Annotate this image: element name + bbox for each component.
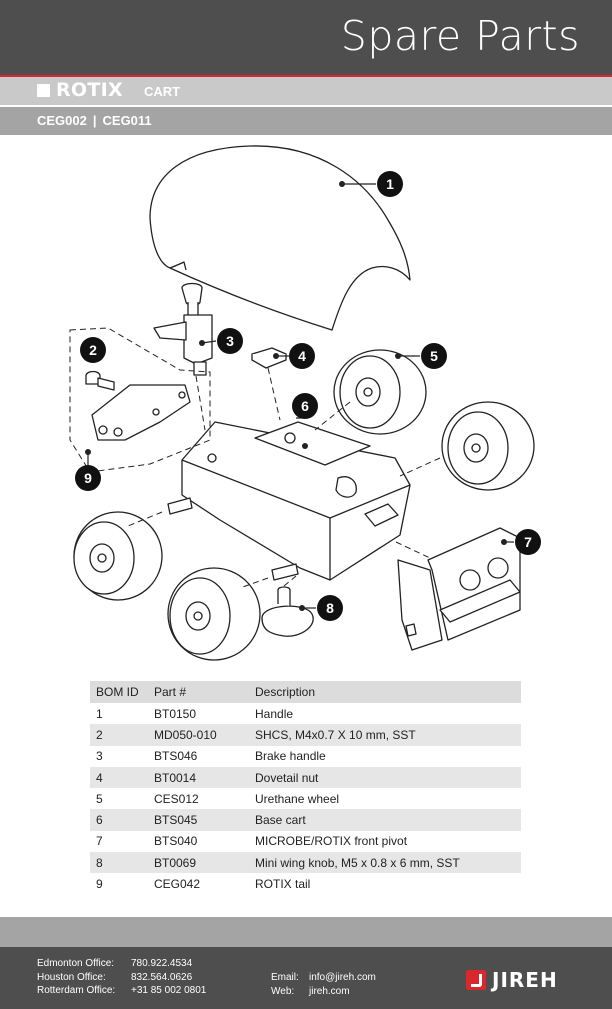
wheel-part [441, 401, 535, 491]
callout-4: 4 [298, 348, 306, 364]
part-number-cell: CES012 [154, 791, 199, 806]
product-code: CEG011 [102, 113, 152, 128]
office-label: Rotterdam Office: [37, 985, 116, 996]
office-row: Rotterdam Office: +31 85 002 0801 [37, 984, 206, 998]
bom-id-cell: 3 [96, 749, 103, 764]
bom-header-row: BOM ID Part # Description [90, 681, 521, 703]
web-label: Web: [271, 985, 295, 997]
product-name: ROTIX [56, 79, 123, 101]
part-number-cell: BT0014 [148, 766, 249, 789]
callout-6: 6 [301, 398, 309, 414]
office-list: Edmonton Office: 780.922.4534 Houston Off… [37, 957, 206, 998]
wheel-part [167, 567, 261, 661]
product-type: CART [144, 84, 181, 99]
description-cell: Mini wing knob, M5 x 0.8 x 6 mm, SST [249, 852, 521, 874]
description-cell: SHCS, M4x0.7 X 10 mm, SST [249, 724, 521, 746]
office-row: Edmonton Office: 780.922.4534 [37, 957, 206, 971]
jireh-logo-icon [466, 970, 486, 990]
web-link[interactable]: jireh.com [309, 985, 350, 997]
office-phone: 832.564.0626 [131, 971, 193, 983]
part-number-cell: BTS040 [154, 834, 198, 849]
table-row: 1 BT0150 Handle [90, 703, 521, 724]
page-title: Spare Parts [340, 12, 580, 60]
bom-id-cell: 1 [96, 706, 103, 721]
product-codes: CEG002 | CEG011 [37, 113, 152, 128]
callout-markers [85, 181, 507, 611]
bom-id-cell: 2 [90, 724, 148, 746]
part-number-cell: MD050-010 [148, 724, 249, 746]
part-number-cell: BT0069 [148, 852, 249, 874]
part-number-cell: BT0150 [154, 706, 197, 721]
bom-id-cell: 7 [96, 834, 103, 849]
description-cell: ROTIX tail [255, 877, 311, 892]
footer-strip [0, 917, 612, 947]
bom-id-cell: 9 [96, 877, 103, 892]
product-bar [0, 77, 612, 105]
tail-part [91, 384, 191, 441]
bom-id-cell: 5 [96, 791, 103, 806]
office-label: Houston Office: [37, 971, 106, 983]
handle-part [149, 145, 411, 331]
callout-badges: 1 2 3 4 5 6 7 8 9 [75, 171, 541, 621]
email-label: Email: [271, 972, 299, 983]
product-square-icon [37, 84, 50, 97]
email-link[interactable]: info@jireh.com [309, 972, 376, 983]
office-row: Houston Office: 832.564.0626 [37, 971, 206, 985]
callout-8: 8 [326, 600, 334, 616]
callout-7: 7 [524, 534, 532, 550]
wheel-part [333, 349, 427, 435]
description-cell: Base cart [249, 809, 521, 831]
description-cell: Urethane wheel [255, 791, 340, 806]
callout-9: 9 [84, 470, 92, 486]
table-row: 3 BTS046 Brake handle [90, 746, 521, 767]
product-code: CEG002 [37, 113, 87, 128]
accent-line [0, 75, 612, 77]
part-number-cell: BTS046 [154, 749, 198, 764]
office-label: Edmonton Office: [37, 958, 115, 969]
table-row: 9 CEG042 ROTIX tail [90, 873, 521, 894]
codes-bar [0, 107, 612, 135]
part-number-cell: BTS045 [148, 809, 249, 831]
description-header: Description [249, 681, 521, 703]
bom-id-cell: 4 [90, 766, 148, 789]
callout-3: 3 [226, 333, 234, 349]
description-cell: Brake handle [255, 749, 326, 764]
logo-text: JIREH [492, 968, 558, 992]
assembly-guide-lines [69, 327, 441, 589]
description-cell: Handle [255, 706, 294, 721]
bom-id-cell: 6 [90, 809, 148, 831]
table-row: 7 BTS040 MICROBE/ROTIX front pivot [90, 831, 521, 852]
contact-info: Email: info@jireh.com Web: jireh.com [271, 971, 376, 998]
wing-knob-part [261, 605, 314, 637]
brake-handle-part [181, 282, 203, 306]
bom-id-cell: 8 [90, 852, 148, 874]
wheel-part [73, 511, 163, 601]
office-phone: 780.922.4534 [131, 958, 193, 969]
bom-id-header: BOM ID [90, 681, 148, 703]
callout-5: 5 [430, 348, 438, 364]
description-cell: Dovetail nut [249, 766, 521, 789]
code-separator: | [92, 113, 97, 128]
web-row: Web: jireh.com [271, 985, 376, 999]
email-row: Email: info@jireh.com [271, 971, 376, 985]
header-banner: Spare Parts [0, 0, 612, 75]
office-phone: +31 85 002 0801 [131, 985, 207, 996]
jireh-logo: JIREH [466, 968, 558, 992]
footer [0, 947, 612, 1009]
part-number-header: Part # [148, 681, 249, 703]
callout-1: 1 [386, 176, 394, 192]
callout-2: 2 [89, 342, 97, 358]
description-cell: MICROBE/ROTIX front pivot [255, 834, 408, 849]
exploded-diagram: 1 2 3 4 5 6 7 8 9 [0, 140, 612, 670]
part-number-cell: CEG042 [154, 877, 201, 892]
table-row: 5 CES012 Urethane wheel [90, 788, 521, 809]
